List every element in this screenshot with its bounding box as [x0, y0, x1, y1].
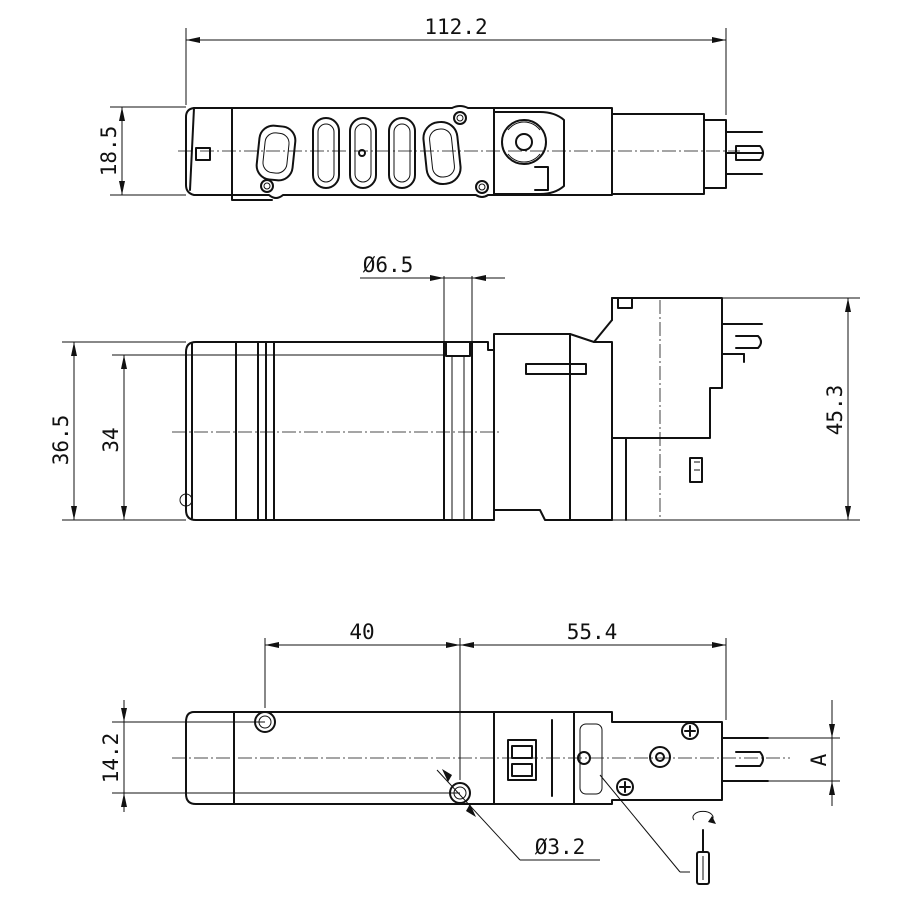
dimension-height-total: 45.3 — [612, 297, 860, 521]
dimension-text-length: 112.2 — [424, 15, 487, 39]
dimension-mount-spacing: 40 — [264, 620, 461, 780]
dimension-height-bottom: 14.2 — [99, 700, 460, 812]
dimension-mount-to-end: 55.4 — [460, 620, 727, 720]
valve-body-side — [179, 297, 763, 521]
connector-pins-bottom — [721, 737, 769, 782]
mounting-hole — [449, 782, 471, 804]
dimension-text-hole-diameter: Ø3.2 — [535, 835, 586, 859]
dimension-pin-a: A — [768, 700, 840, 806]
screwdriver-icon — [696, 829, 710, 885]
valve-body-bottom — [185, 711, 769, 805]
dimension-text-height-inner: 34 — [99, 427, 123, 452]
dimension-height-top: 18.5 — [97, 106, 186, 196]
dimension-text-mount-spacing: 40 — [349, 620, 374, 644]
dimension-text-height-top: 18.5 — [97, 126, 121, 177]
dimension-port-diameter: Ø6.5 — [360, 253, 505, 350]
connector-pins-side — [721, 323, 763, 363]
rotation-arrow-icon — [692, 810, 716, 824]
dimension-hole-diameter: Ø3.2 — [436, 769, 600, 861]
dimension-text-pin-a: A — [807, 753, 831, 766]
dimension-text-mount-to-end: 55.4 — [567, 620, 618, 644]
port-slots — [255, 117, 462, 189]
dimension-length: 112.2 — [185, 15, 727, 115]
valve-body-top — [185, 105, 764, 201]
dimension-height-outer: 36.5 — [49, 341, 186, 521]
dimension-text-height-outer: 36.5 — [49, 415, 73, 466]
bottom-view: 40 55.4 14.2 A — [99, 620, 840, 885]
connector-pins-top — [725, 131, 764, 175]
dimension-text-height-bottom: 14.2 — [99, 733, 123, 784]
top-view: 112.2 18.5 — [97, 15, 764, 201]
manual-override — [507, 723, 603, 795]
cross-screw-icon — [616, 722, 699, 796]
dimension-text-height-total: 45.3 — [823, 385, 847, 436]
side-view: Ø6.5 36.5 34 45.3 — [49, 253, 860, 521]
dimension-height-inner: 34 — [99, 354, 444, 520]
dimension-text-port-diameter: Ø6.5 — [363, 253, 414, 277]
